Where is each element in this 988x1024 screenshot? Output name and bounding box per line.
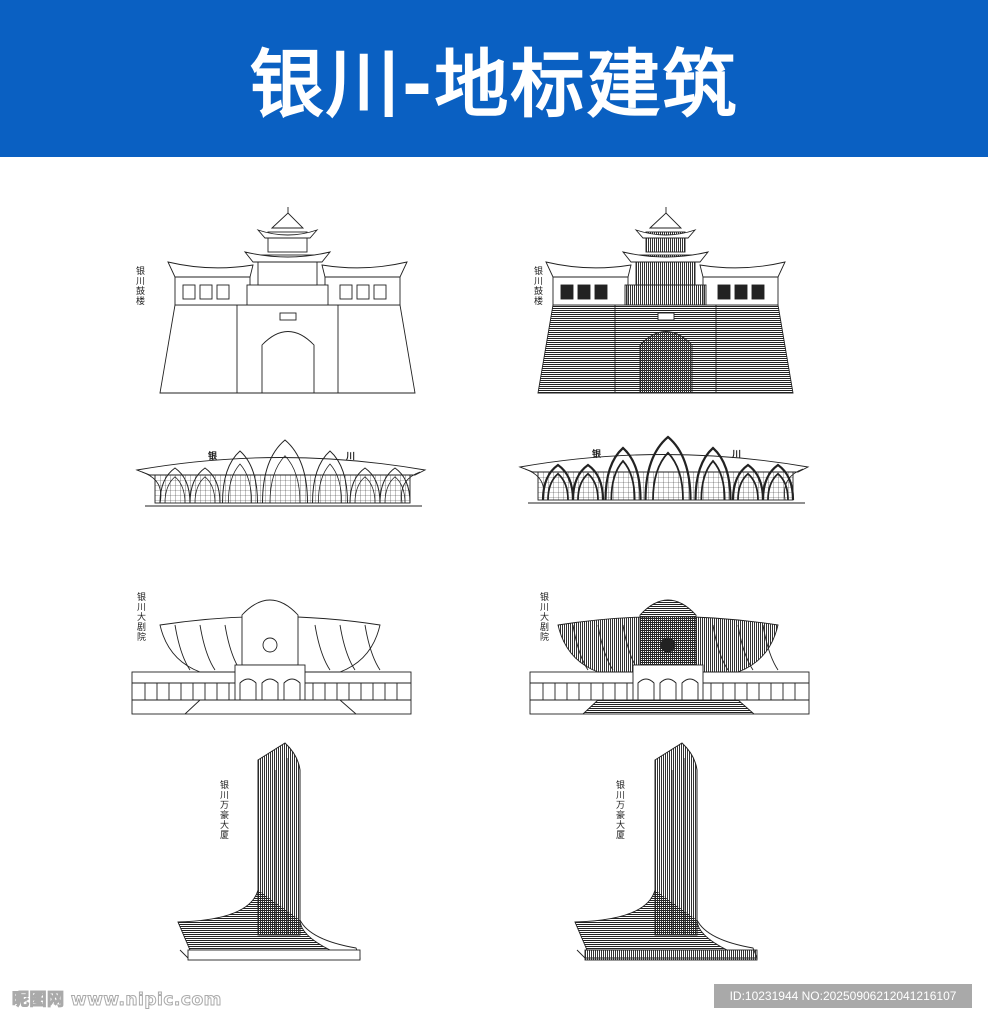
station-sign-left: 银 [208, 452, 219, 462]
tower-label-left: 银川万豪大厦 [218, 780, 228, 840]
grand-theatre-shaded [529, 599, 810, 715]
drum-tower-label-right: 银川鼓楼 [532, 266, 542, 306]
grand-theatre-outline [131, 599, 412, 715]
jw-marriott-tower-outline [177, 742, 361, 961]
image-id-badge: ID:10231944 NO:20250906212041216107 [714, 984, 972, 1008]
nipic-watermark: 昵图网 www.nipic.com [12, 990, 222, 1011]
station-sign-left-2: 银 [592, 450, 603, 460]
title-banner: 银川-地标建筑 [0, 0, 988, 157]
drum-tower-label-left: 银川鼓楼 [134, 266, 144, 306]
station-sign-right-2: 川 [732, 450, 743, 460]
theatre-label-right: 银川大剧院 [538, 592, 548, 642]
drum-tower-outline [159, 207, 416, 394]
railway-station-shaded [518, 435, 810, 504]
theatre-label-left: 银川大剧院 [135, 592, 145, 642]
page-title: 银川-地标建筑 [249, 42, 739, 128]
jw-marriott-tower-shaded [574, 742, 758, 961]
railway-station-outline [135, 439, 427, 507]
tower-label-right: 银川万豪大厦 [614, 780, 624, 840]
drum-tower-shaded [537, 207, 794, 394]
station-sign-right: 川 [346, 452, 357, 462]
